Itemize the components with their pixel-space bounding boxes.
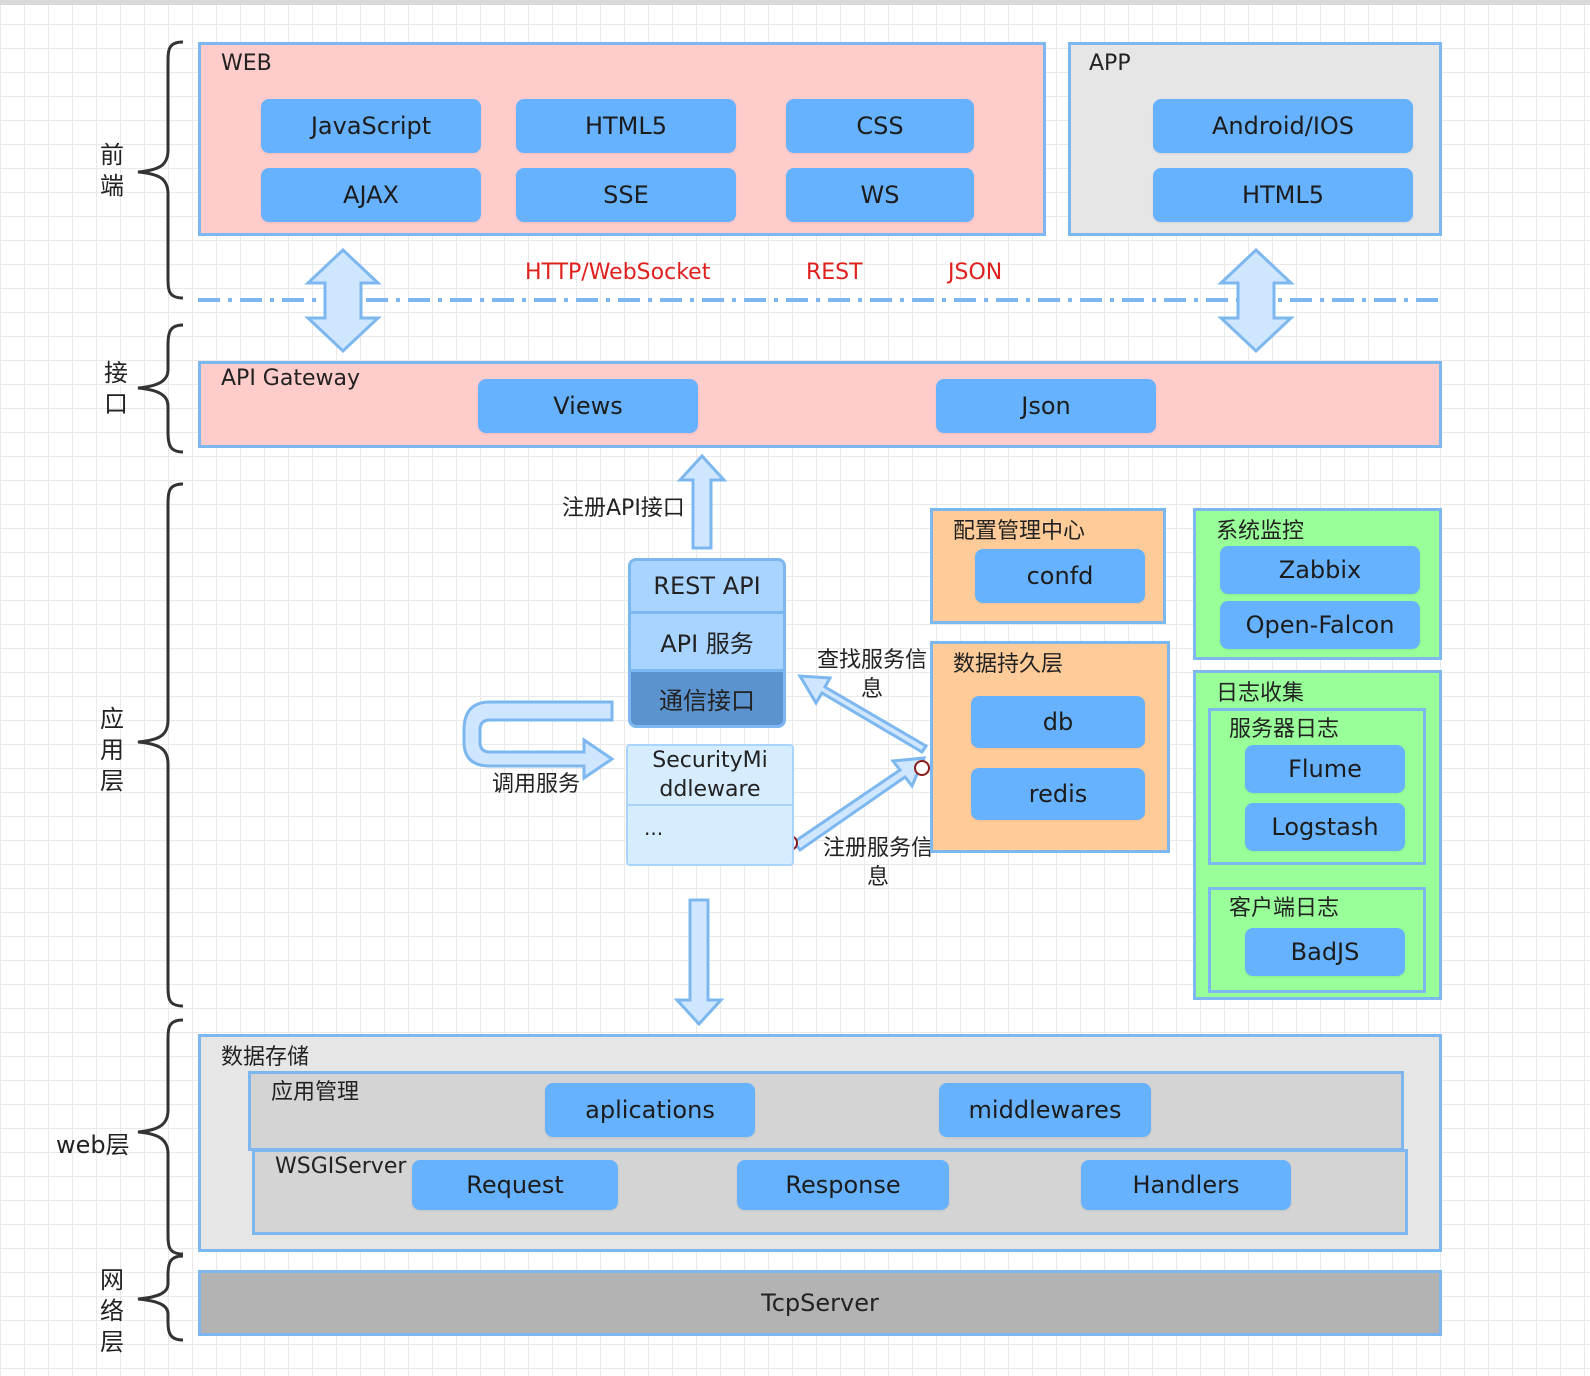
logs-title: 日志收集 [1216,681,1305,706]
api-gateway-panel: API Gateway Views Json [198,361,1442,448]
find-service-label: 查找服务信 息 [816,648,927,702]
register-api-label: 注册API接口 [562,496,685,521]
brace-network [137,1254,184,1342]
chip-javascript: JavaScript [261,99,481,153]
chip-views: Views [478,379,698,433]
wsgi-panel: WSGIServer Request Response Handlers [252,1149,1408,1235]
stack-rest-api: REST API [631,561,783,614]
side-label-web: web层 [56,1131,130,1159]
side-label-interface: 接 口 [104,359,128,418]
app-panel-title: APP [1089,51,1131,76]
chip-handlers: Handlers [1081,1160,1291,1210]
chip-sse: SSE [516,168,736,222]
config-center-title: 配置管理中心 [953,519,1086,544]
side-label-application: 应 用 层 [100,705,124,795]
register-api-arrow [676,453,728,550]
chip-response: Response [737,1160,949,1210]
brace-interface [137,323,184,454]
chip-app-html5: HTML5 [1153,168,1413,222]
chip-json: Json [936,379,1156,433]
monitoring-panel: 系统监控 Zabbix Open-Falcon [1193,508,1442,660]
client-logs-panel: 客户端日志 BadJS [1208,887,1426,993]
persistence-title: 数据持久层 [953,652,1064,677]
call-service-arrow [462,700,615,781]
chip-css: CSS [786,99,974,153]
chip-db: db [971,696,1145,748]
tcp-server-panel: TcpServer [198,1270,1442,1336]
top-strip [0,0,1590,5]
double-arrow-web [304,247,382,354]
data-storage-title: 数据存储 [221,1045,310,1070]
find-service-arrow [797,674,929,755]
protocol-http-websocket: HTTP/WebSocket [525,260,711,285]
chip-android-ios: Android/IOS [1153,99,1413,153]
chip-request: Request [412,1160,618,1210]
monitoring-title: 系统监控 [1216,519,1305,544]
chip-html5: HTML5 [516,99,736,153]
chip-badjs: BadJS [1245,928,1405,976]
app-mgmt-panel: 应用管理 aplications middlewares [248,1071,1404,1151]
service-stack-top: REST API API 服务 通信接口 [628,558,786,728]
chip-middlewares: middlewares [939,1083,1151,1137]
logs-panel: 日志收集 服务器日志 Flume Logstash 客户端日志 BadJS [1193,670,1442,1000]
chip-ajax: AJAX [261,168,481,222]
protocol-rest: REST [806,260,863,285]
double-arrow-app [1217,247,1295,354]
connector-dot-persistence [914,760,930,776]
chip-confd: confd [975,549,1145,603]
service-stack-bottom: SecurityMi ddleware ... [626,744,794,866]
side-label-network: 网 络 层 [100,1266,124,1356]
web-panel: WEB JavaScript HTML5 CSS AJAX SSE WS [198,42,1046,236]
web-panel-title: WEB [221,51,272,76]
stack-more: ... [644,816,664,840]
brace-frontend [137,40,184,300]
chip-open-falcon: Open-Falcon [1220,601,1420,649]
brace-web [137,1018,184,1256]
call-service-label: 调用服务 [492,772,581,797]
config-center-panel: 配置管理中心 confd [930,508,1166,624]
chip-redis: redis [971,768,1145,820]
brace-application [137,482,184,1008]
register-service-label: 注册服务信 息 [822,836,933,890]
app-mgmt-title: 应用管理 [271,1080,360,1105]
chip-flume: Flume [1245,745,1405,793]
server-logs-panel: 服务器日志 Flume Logstash [1208,708,1426,865]
protocol-json: JSON [948,260,1003,285]
stack-security-middleware: SecurityMi ddleware [628,746,792,806]
down-arrow-storage [673,898,725,1027]
persistence-panel: 数据持久层 db redis [930,641,1170,853]
side-label-frontend: 前 端 [100,141,124,200]
chip-logstash: Logstash [1245,803,1405,851]
data-storage-panel: 数据存储 应用管理 aplications middlewares WSGISe… [198,1034,1442,1252]
wsgi-title: WSGIServer [275,1154,407,1179]
app-panel: APP Android/IOS HTML5 [1068,42,1442,236]
chip-ws: WS [786,168,974,222]
stack-api-service: API 服务 [631,614,783,672]
api-gateway-title: API Gateway [221,366,360,391]
chip-aplications: aplications [545,1083,755,1137]
client-logs-title: 客户端日志 [1229,896,1340,921]
server-logs-title: 服务器日志 [1229,717,1340,742]
chip-zabbix: Zabbix [1220,546,1420,594]
stack-comm-interface: 通信接口 [631,672,783,725]
